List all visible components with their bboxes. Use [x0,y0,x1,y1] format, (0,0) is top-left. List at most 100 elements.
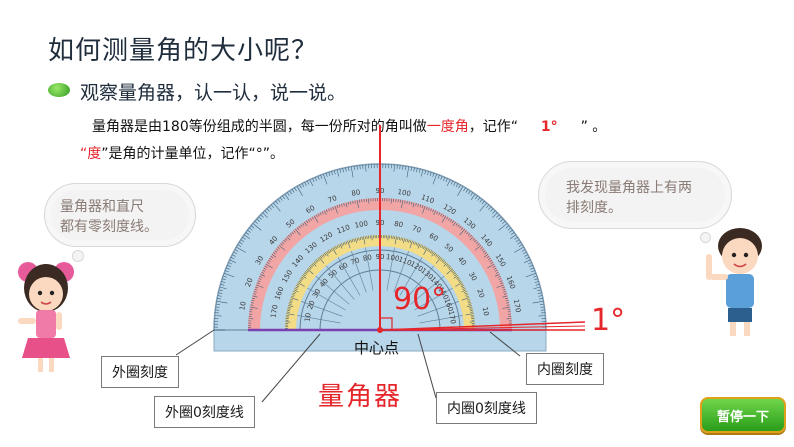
tick-mark [323,210,327,216]
tick-mark [525,272,537,278]
tick-mark [443,262,448,267]
tick-mark [402,165,404,170]
tick-mark [345,167,347,172]
tick-mark [470,192,474,196]
quote-open: “ [80,146,88,162]
tick-mark [455,282,463,287]
scale-number: 30 [467,271,478,283]
tick-mark [279,197,283,201]
tick-mark [245,232,250,236]
label-outer-zero-line: 外圈0刻度线 [154,396,255,428]
radial-guide [419,315,463,324]
scale-number: 70 [411,224,422,235]
tick-mark [224,270,229,273]
tick-mark [413,167,415,172]
tick-mark [472,238,476,241]
tick-mark [222,275,227,278]
radial-guide [399,257,423,296]
tick-mark [457,186,464,196]
tick-mark [301,183,305,188]
scale-number: 170 [447,310,457,325]
tick-mark [220,283,225,286]
tick-mark [314,177,317,182]
tick-mark [275,200,279,205]
girl-character-icon [18,262,74,372]
degree-symbol: 1° [540,119,558,135]
tick-mark [459,228,466,236]
radial-guide [307,287,346,311]
tick-mark [273,202,281,212]
leader-outer-zero [261,333,321,403]
tick-mark [297,282,305,287]
tick-mark [486,255,490,259]
leader-outer-scale [175,329,215,356]
tick-mark [317,258,320,261]
radial-guide [297,315,341,324]
scale-number: 60 [428,232,440,243]
tick-mark [417,203,419,207]
angle-90-label: 90° [393,282,447,317]
tick-mark [277,199,281,203]
tick-mark [294,187,297,192]
tick-mark [294,228,301,236]
tick-mark [400,237,402,241]
tick-mark [300,278,303,281]
tick-mark [505,297,509,300]
pause-button[interactable]: 暂停一下 [700,397,786,433]
tick-mark [296,186,303,196]
tick-mark [474,239,477,243]
tick-mark [315,214,318,218]
label-inner-scale: 内圈刻度 [526,353,604,385]
tick-mark [225,267,230,270]
tick-mark [505,225,510,229]
tick-mark [285,321,291,323]
tick-mark [243,234,250,240]
definition-line-1: 量角器是由180等份组成的半圆，每一份所对的角叫做一度角，记作“ 1° ” 。 [92,116,606,136]
tick-mark [453,181,456,186]
tick-mark [313,261,317,265]
tick-mark [371,235,373,241]
tick-mark [468,303,472,305]
label-center-point: 中心点 [354,339,400,357]
tick-mark [466,305,472,307]
label-inner-zero-line: 内圈0刻度线 [436,392,537,424]
tick-mark [335,245,338,249]
tick-mark [332,247,337,255]
tick-mark [419,204,422,208]
tick-mark [424,170,427,175]
tick-mark [302,223,305,226]
tick-mark [533,286,541,290]
tick-mark [465,189,469,193]
tick-mark [482,250,486,253]
scale-number: 70 [327,194,338,205]
tick-mark [359,165,361,170]
tick-mark [321,254,324,258]
tick-mark [223,272,235,278]
tick-mark [474,195,478,200]
tick-mark [488,257,491,260]
tick-mark [461,289,467,293]
tick-mark [227,264,232,267]
tick-mark [469,308,473,310]
tick-mark [250,302,254,304]
tick-mark [490,208,494,212]
tick-mark [270,255,274,259]
tick-mark [454,273,458,277]
tick-mark [496,284,505,288]
tick-mark [250,225,255,229]
tick-mark [347,201,350,205]
radial-guide [365,247,374,291]
right-angle-marker [380,317,393,330]
tick-mark [440,175,443,180]
tick-mark [524,254,529,257]
tick-mark [457,278,460,281]
protractor-ticks [213,163,547,331]
tick-mark [251,300,255,302]
tick-mark [365,164,367,172]
leader-inner-scale [489,331,521,357]
tick-mark [309,217,312,221]
scale-number: 30 [311,288,322,300]
scale-number: 70 [349,256,360,267]
tick-mark [442,260,446,263]
tick-mark [464,292,468,295]
